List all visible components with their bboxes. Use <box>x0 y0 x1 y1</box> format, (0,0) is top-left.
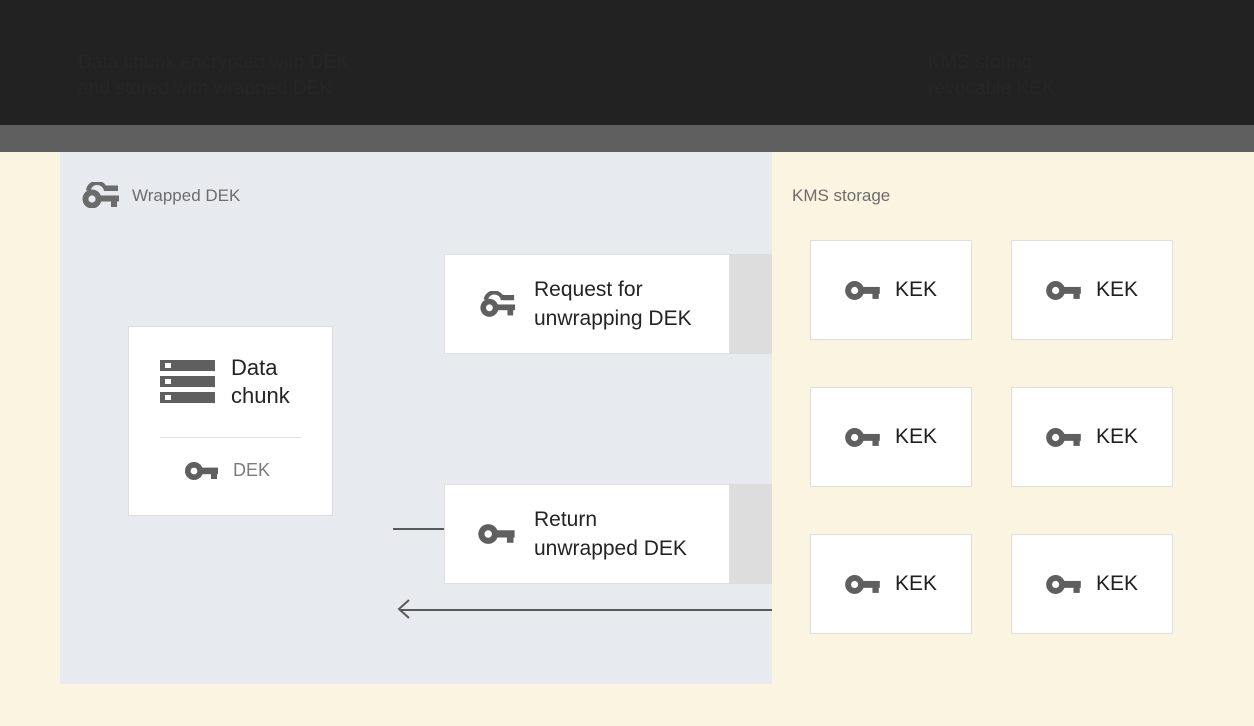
request-unwrap-card[interactable]: Request for unwrapping DEK <box>444 254 730 354</box>
kek-card[interactable]: KEK <box>1011 387 1173 487</box>
data-chunk-divider <box>160 437 301 438</box>
data-chunk-card[interactable]: Data chunk DEK <box>128 326 333 516</box>
key-icon <box>845 574 881 595</box>
key-icon <box>845 280 881 301</box>
key-icon <box>185 461 219 481</box>
right-header-caption: KMS storing revocable KEK <box>928 52 1055 99</box>
request-unwrap-label: Request for unwrapping DEK <box>534 278 692 330</box>
key-icon <box>1046 427 1082 448</box>
storage-panel-title: Wrapped DEK <box>132 186 241 205</box>
dek-row: DEK <box>185 460 270 481</box>
return-card-shadow <box>729 484 772 584</box>
wrapped-key-icon <box>478 290 516 317</box>
kek-grid: KEK KEK <box>810 240 1210 634</box>
data-chunk-header: Data chunk <box>160 354 290 410</box>
key-icon <box>845 427 881 448</box>
kek-label: KEK <box>894 425 938 448</box>
top-chrome-bar <box>0 0 1254 125</box>
arrow-from-kms-line <box>401 609 832 611</box>
kek-label: KEK <box>1095 278 1139 301</box>
kek-card[interactable]: KEK <box>810 387 972 487</box>
left-header-caption: Data chunk encrypted with DEK and stored… <box>78 52 350 99</box>
kms-panel-title: KMS storage <box>792 186 891 205</box>
kek-card[interactable]: KEK <box>1011 240 1173 340</box>
kek-card[interactable]: KEK <box>810 240 972 340</box>
chrome-left-notch <box>0 100 60 125</box>
kek-label: KEK <box>894 278 938 301</box>
wrapped-key-icon <box>80 180 120 209</box>
key-icon <box>478 523 516 545</box>
kek-label: KEK <box>894 572 938 595</box>
arrow-from-kms-head <box>396 599 416 619</box>
kek-label: KEK <box>1095 572 1139 595</box>
kek-card[interactable]: KEK <box>1011 534 1173 634</box>
dek-label: DEK <box>233 460 271 480</box>
kek-card[interactable]: KEK <box>810 534 972 634</box>
key-icon <box>1046 574 1082 595</box>
key-icon <box>1046 280 1082 301</box>
return-unwrapped-label: Return unwrapped DEK <box>534 508 687 560</box>
kms-panel: KMS storage KEK <box>772 152 1254 684</box>
database-chunk-icon <box>160 358 215 406</box>
request-card-shadow <box>729 254 772 354</box>
secondary-chrome-bar <box>0 125 1254 152</box>
return-unwrapped-card[interactable]: Return unwrapped DEK <box>444 484 730 584</box>
kek-label: KEK <box>1095 425 1139 448</box>
data-chunk-label: Data chunk <box>231 355 290 408</box>
